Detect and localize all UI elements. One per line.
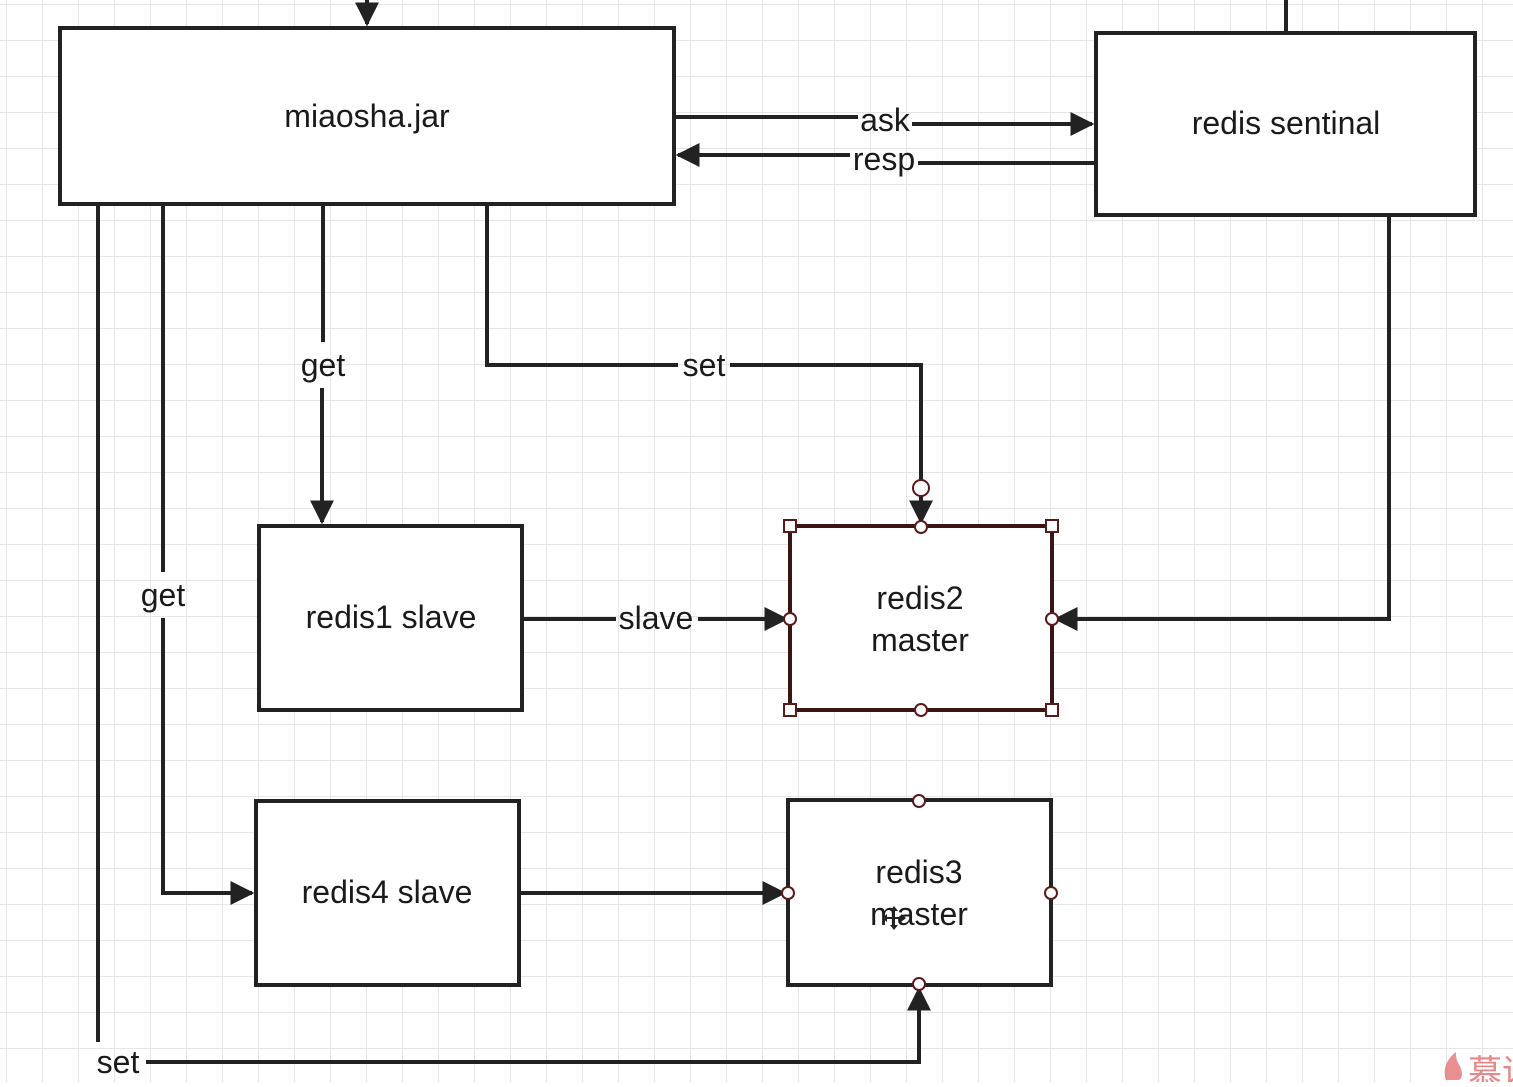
watermark-text: 慕课 (1468, 1054, 1513, 1082)
node-redis3-line1: redis3 (875, 854, 962, 890)
edge-set-redis3[interactable]: set (96, 206, 931, 1080)
edge-get-redis1[interactable]: get (301, 206, 346, 525)
node-redis3[interactable]: redis3 master (786, 798, 1053, 987)
node-redis4[interactable]: redis4 slave (254, 799, 521, 987)
connection-points-redis3[interactable] (781, 794, 1058, 991)
edge-ask-label: ask (860, 102, 911, 138)
resize-handle-ne[interactable] (1045, 519, 1059, 533)
connection-point-right[interactable] (1044, 886, 1058, 900)
node-redis3-line2: master (870, 896, 968, 932)
connection-point-left[interactable] (781, 886, 795, 900)
edge-slave-label: slave (619, 600, 694, 636)
node-redis4-label: redis4 slave (302, 874, 473, 910)
resize-handle-se[interactable] (1045, 703, 1059, 717)
connection-point-bottom[interactable] (914, 703, 928, 717)
edge-resp-label: resp (853, 141, 915, 177)
node-sentinal-label: redis sentinal (1192, 105, 1381, 141)
connection-point-left[interactable] (783, 612, 797, 626)
move-cursor-icon (882, 906, 906, 930)
edge-sentinal-redis2[interactable] (1053, 217, 1391, 631)
edge-get-redis4[interactable]: get (141, 206, 255, 905)
node-redis2-line2: master (871, 622, 969, 658)
connection-point-bottom[interactable] (912, 977, 926, 991)
node-redis2[interactable]: redis2 master (788, 524, 1054, 712)
edge-endpoint-handle[interactable] (912, 479, 930, 497)
edge-set-redis2-label: set (683, 347, 726, 383)
edge-get-redis1-label: get (301, 347, 346, 383)
node-miaosha[interactable]: miaosha.jar (58, 26, 676, 206)
resize-handle-nw[interactable] (783, 519, 797, 533)
selection-handles-redis2[interactable] (783, 479, 1059, 717)
connection-point-right[interactable] (1045, 612, 1059, 626)
connection-point-top[interactable] (912, 794, 926, 808)
watermark-logo: 慕课 (1444, 1052, 1513, 1087)
edge-set-redis2[interactable]: set (485, 206, 933, 525)
edge-set-redis3-label: set (97, 1044, 140, 1080)
flame-icon (1444, 1052, 1462, 1080)
connection-point-top[interactable] (914, 520, 928, 534)
node-redis1[interactable]: redis1 slave (257, 524, 524, 712)
edge-resp[interactable]: resp (675, 141, 1094, 177)
node-miaosha-label: miaosha.jar (284, 98, 450, 134)
edge-get-redis4-label: get (141, 577, 186, 613)
edge-ask[interactable]: ask (676, 102, 1095, 138)
node-sentinal[interactable]: redis sentinal (1094, 31, 1477, 217)
node-redis2-line1: redis2 (876, 580, 963, 616)
node-redis1-label: redis1 slave (306, 599, 477, 635)
edge-slave-redis1-redis2[interactable]: slave (524, 600, 789, 636)
resize-handle-sw[interactable] (783, 703, 797, 717)
